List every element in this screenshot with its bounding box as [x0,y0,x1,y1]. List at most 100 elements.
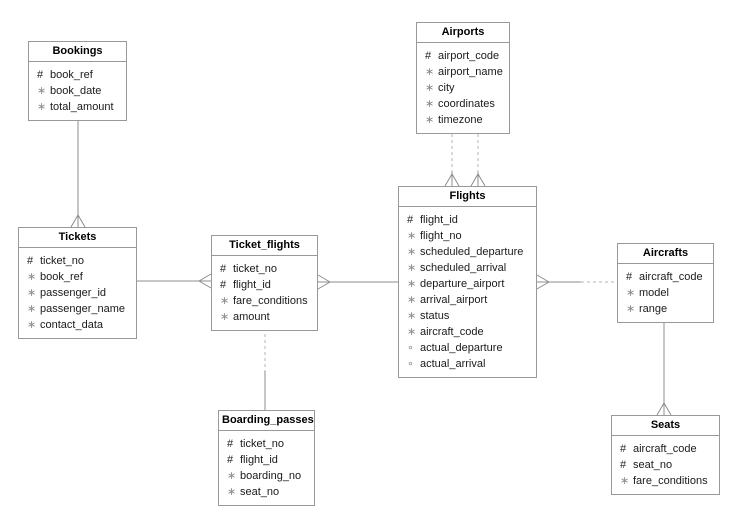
entity-seats: Seats #aircraft_code#seat_no∗fare_condit… [611,415,720,495]
column-flag-icon: ∗ [27,303,37,315]
column-name: range [639,303,668,315]
column-row: ∗contact_data [27,317,132,333]
column-row: # seat_no [620,457,715,473]
entity-columns: #ticket_no∗book_ref∗passenger_id∗passeng… [19,248,136,338]
column-row: ∗boarding_no [227,468,310,484]
crow-foot-icon [536,274,550,290]
column-name: passenger_name [40,303,126,315]
column-row: # book_ref [37,67,122,83]
column-flag-icon: ∗ [27,271,37,283]
column-name: seat_no [633,459,673,471]
column-flag-icon: ∗ [220,311,230,323]
column-name: coordinates [438,98,495,110]
column-row: ∗passenger_name [27,301,132,317]
column-name: scheduled_departure [420,246,524,258]
column-row: ∘actual_departure [407,340,532,356]
column-row: # flight_id [407,212,532,228]
column-name: status [420,310,450,322]
column-row: # ticket_no [27,253,132,269]
column-row: ∗book_ref [27,269,132,285]
connector-bookings-tickets [70,110,86,228]
connector-airports-flights-departure [444,128,460,187]
column-name: arrival_airport [420,294,488,306]
entity-columns: #flight_id∗flight_no∗scheduled_departure… [399,207,536,377]
column-flag-icon: ∗ [407,246,417,258]
column-flag-icon: ∗ [27,287,37,299]
column-flag-icon: # [620,443,627,455]
column-name: aircraft_code [420,326,484,338]
entity-columns: # ticket_no #flight_id ∗fare_conditions ∗amo… [212,256,317,330]
column-flag-icon: ∗ [425,66,435,78]
column-row: ∗total_amount [37,99,122,115]
column-name: aircraft_code [633,443,697,455]
column-row: #airport_code [425,48,505,64]
column-flag-icon: # [227,454,234,466]
column-name: fare_conditions [633,475,708,487]
column-name: actual_arrival [420,358,486,370]
column-flag-icon: # [220,263,227,275]
column-name: fare_conditions [233,295,308,307]
column-row: ∗flight_no [407,228,532,244]
entity-title: Seats [612,416,719,436]
column-name: flight_id [240,454,278,466]
column-name: scheduled_arrival [420,262,507,274]
entity-columns: #airport_code∗airport_name∗city∗coordina… [417,43,509,133]
column-name: book_ref [40,271,83,283]
column-name: flight_id [420,214,458,226]
column-row: ∗departure_airport [407,276,532,292]
column-flag-icon: ∗ [227,470,237,482]
column-flag-icon: ∗ [407,326,417,338]
column-name: boarding_no [240,470,302,482]
column-row: ∗coordinates [425,96,505,112]
column-name: departure_airport [420,278,505,290]
column-flag-icon: ∘ [407,342,414,354]
column-name: book_ref [50,69,93,81]
column-row: #flight_id [220,277,313,293]
column-row: ∘actual_arrival [407,356,532,372]
column-flag-icon: # [27,255,34,267]
column-row: ∗model [626,285,709,301]
column-name: seat_no [240,486,280,498]
entity-title: Bookings [29,42,126,62]
entity-title: Ticket_flights [212,236,317,256]
column-flag-icon: ∗ [425,114,435,126]
column-row: ∗amount [220,309,313,325]
column-flag-icon: ∗ [407,230,417,242]
column-flag-icon: ∗ [407,278,417,290]
entity-columns: #ticket_no#flight_id∗boarding_no∗seat_no [219,431,314,505]
column-name: ticket_no [40,255,85,267]
column-name: ticket_no [240,438,285,450]
entity-columns: #aircraft_code#seat_no∗fare_conditions [612,436,719,494]
column-name: city [438,82,455,94]
column-name: flight_id [233,279,271,291]
column-flag-icon: ∗ [407,262,417,274]
entity-flights: Flights #flight_id∗flight_no∗scheduled_d… [398,186,537,378]
column-flag-icon: ∗ [407,310,417,322]
column-flag-icon: # [37,69,44,81]
column-row: ∗timezone [425,112,505,128]
entity-tickets: Tickets #ticket_no∗book_ref∗passenger_id… [18,227,137,339]
column-flag-icon: # [626,271,633,283]
column-flag-icon: # [407,214,414,226]
column-row: ∗airport_name [425,64,505,80]
column-flag-icon: ∗ [27,319,37,331]
column-name: airport_name [438,66,503,78]
column-name: timezone [438,114,483,126]
connector-aircrafts-flights [536,274,620,290]
column-flag-icon: # [620,459,627,471]
column-name: ticket_no [233,263,278,275]
entity-title: Tickets [19,228,136,248]
column-row: ∗aircraft_code [407,324,532,340]
column-flag-icon: ∗ [37,101,47,113]
column-row: ∗arrival_airport [407,292,532,308]
entity-ticket-flights: Ticket_flights # ticket_no #flight_id ∗fare… [211,235,318,331]
column-row: # ticket_no [220,261,313,277]
entity-title: Airports [417,23,509,43]
column-row: ∗seat_no [227,484,310,500]
column-flag-icon: # [425,50,432,62]
connector-flights-ticket_flights [317,274,405,290]
entity-title: Aircrafts [618,244,713,264]
column-row: ∗city [425,80,505,96]
entity-bookings: Bookings #book_ref∗book_date∗total_amoun… [28,41,127,121]
